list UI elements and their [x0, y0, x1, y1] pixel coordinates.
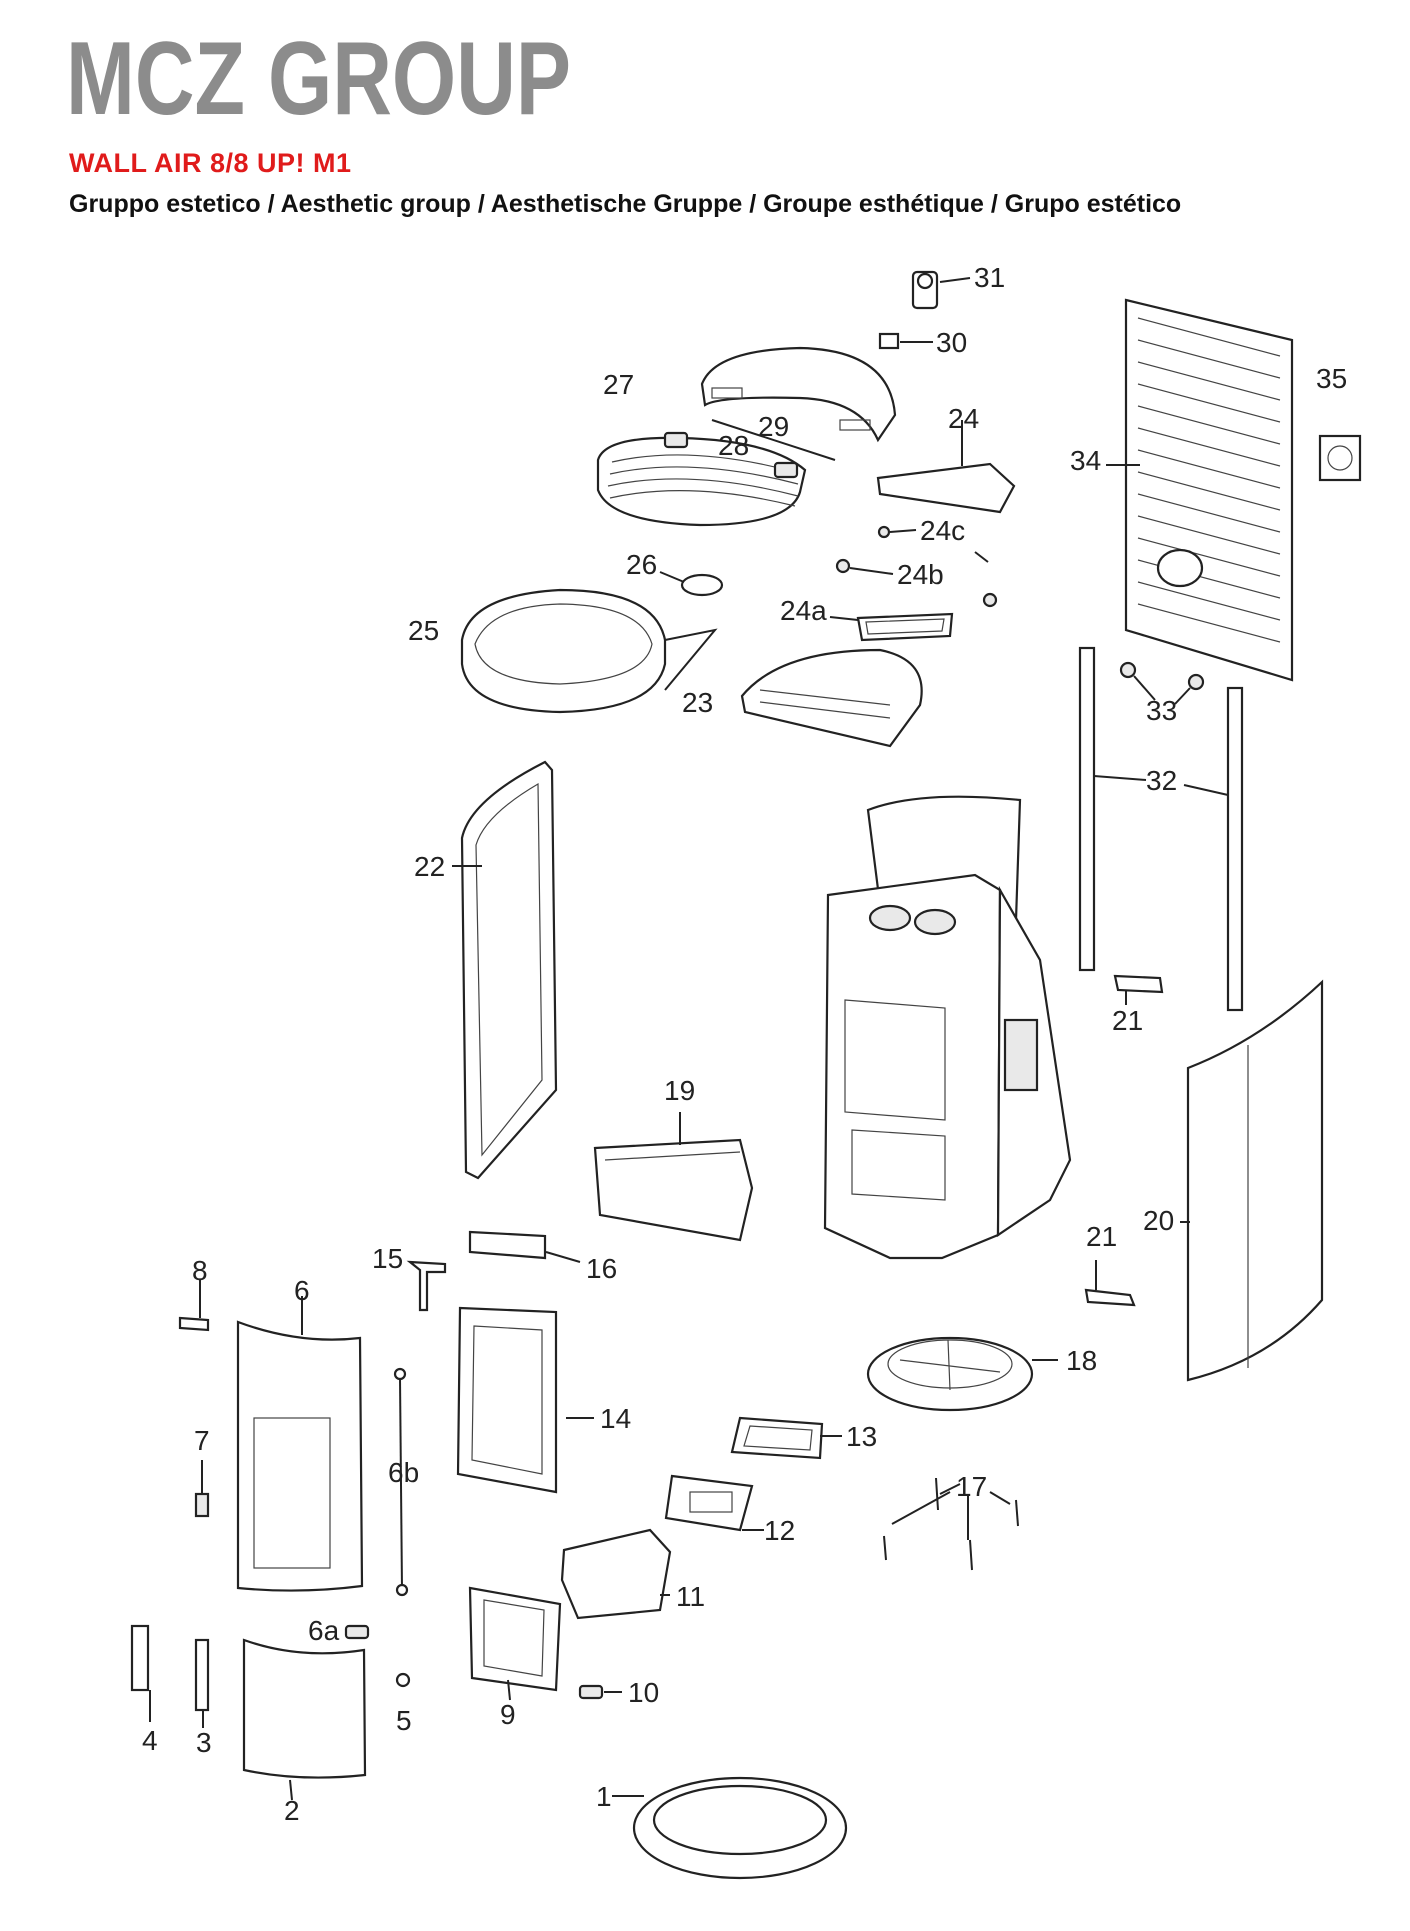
callout-6: 6 — [294, 1275, 310, 1306]
callout-24b: 24b — [897, 559, 944, 590]
part-30-clip — [878, 332, 933, 350]
callout-32: 32 — [1146, 765, 1177, 796]
part-3-hinge — [194, 1638, 210, 1728]
callout-21-lower: 21 — [1086, 1221, 1117, 1252]
callout-24c: 24c — [920, 515, 965, 546]
part-12-plate — [664, 1474, 764, 1532]
part-35-flange — [1318, 434, 1362, 482]
callout-33: 33 — [1146, 695, 1177, 726]
part-25-top-ring — [460, 588, 718, 714]
callout-14: 14 — [600, 1403, 631, 1434]
callout-8: 8 — [192, 1255, 208, 1286]
part-6a-plug — [344, 1624, 370, 1640]
part-24a-gasket — [829, 612, 954, 642]
part-13-frame — [730, 1416, 842, 1460]
part-24c-pin — [877, 525, 989, 563]
part-6-front-panel — [236, 1296, 364, 1592]
part-31-bracket — [911, 270, 971, 310]
part-26-cap — [659, 571, 724, 597]
part-32-side-rails — [1078, 646, 1244, 1012]
part-21-bracket-lower — [1084, 1260, 1136, 1307]
callout-35: 35 — [1316, 363, 1347, 394]
stove-body — [823, 795, 1072, 1260]
part-19-ash-box — [593, 1112, 754, 1242]
callout-9: 9 — [500, 1699, 516, 1730]
callout-31: 31 — [974, 262, 1005, 293]
part-33-screws — [1119, 661, 1205, 705]
callout-28: 28 — [718, 430, 749, 461]
brand-logo-text: MCZ GROUP — [66, 22, 571, 134]
part-27-grille — [596, 436, 807, 527]
callout-26: 26 — [626, 549, 657, 580]
callout-24: 24 — [948, 403, 979, 434]
part-21-bracket-upper — [1113, 974, 1164, 1005]
callout-7: 7 — [194, 1425, 210, 1456]
callout-23: 23 — [682, 687, 713, 718]
callout-6a: 6a — [308, 1615, 340, 1646]
callout-22: 22 — [414, 851, 445, 882]
part-27-top-cover — [700, 346, 897, 443]
callout-5: 5 — [396, 1705, 412, 1736]
model-title: WALL AIR 8/8 UP! M1 — [69, 148, 352, 178]
callout-10: 10 — [628, 1677, 659, 1708]
part-1-bottom-ring — [612, 1776, 848, 1880]
group-subtitle: Gruppo estetico / Aesthetic group / Aest… — [69, 190, 1182, 218]
part-18-base-ring — [866, 1336, 1058, 1412]
part-15-latch — [406, 1260, 447, 1312]
part-7-pin — [194, 1460, 210, 1518]
part-11-box — [560, 1528, 672, 1620]
callout-29: 29 — [758, 411, 789, 442]
callout-21-upper: 21 — [1112, 1005, 1143, 1036]
part-4-hinge — [130, 1624, 151, 1722]
part-8-hook — [178, 1280, 210, 1332]
callout-15: 15 — [372, 1243, 403, 1274]
callout-12: 12 — [764, 1515, 795, 1546]
callout-18: 18 — [1066, 1345, 1097, 1376]
callout-16: 16 — [586, 1253, 617, 1284]
callout-1: 1 — [596, 1781, 612, 1812]
part-17-feet — [883, 1477, 1019, 1571]
callout-4: 4 — [142, 1725, 158, 1756]
callout-3: 3 — [196, 1727, 212, 1758]
part-24b-bolt — [835, 558, 998, 608]
part-23-air-duct — [740, 648, 923, 748]
callout-6b: 6b — [388, 1457, 419, 1488]
callout-20: 20 — [1143, 1205, 1174, 1236]
part-2-lower-panel — [242, 1638, 367, 1801]
callout-19: 19 — [664, 1075, 695, 1106]
part-34-back-panel — [1106, 298, 1294, 682]
callout-25: 25 — [408, 615, 439, 646]
part-24-shelf — [876, 420, 1016, 514]
part-10-screw — [578, 1684, 622, 1700]
part-5-washer — [395, 1672, 411, 1688]
callout-11: 11 — [676, 1581, 705, 1612]
part-14-door — [456, 1306, 594, 1494]
part-20-side-panel — [1180, 979, 1324, 1382]
callout-13: 13 — [846, 1421, 877, 1452]
part-29-screw — [711, 419, 836, 461]
mcz-group-logo: MCZ GROUP — [66, 22, 571, 134]
part-9-grate — [468, 1586, 562, 1701]
part-22-side-frame — [452, 760, 558, 1180]
part-16-rail — [468, 1230, 581, 1263]
part-6b-rod — [393, 1367, 409, 1597]
callout-2: 2 — [284, 1795, 300, 1826]
callout-27: 27 — [603, 369, 634, 400]
callout-30: 30 — [936, 327, 967, 358]
callout-34: 34 — [1070, 445, 1101, 476]
callout-17: 17 — [956, 1471, 987, 1502]
part-28-hinge — [663, 431, 799, 479]
callout-24a: 24a — [780, 595, 827, 626]
